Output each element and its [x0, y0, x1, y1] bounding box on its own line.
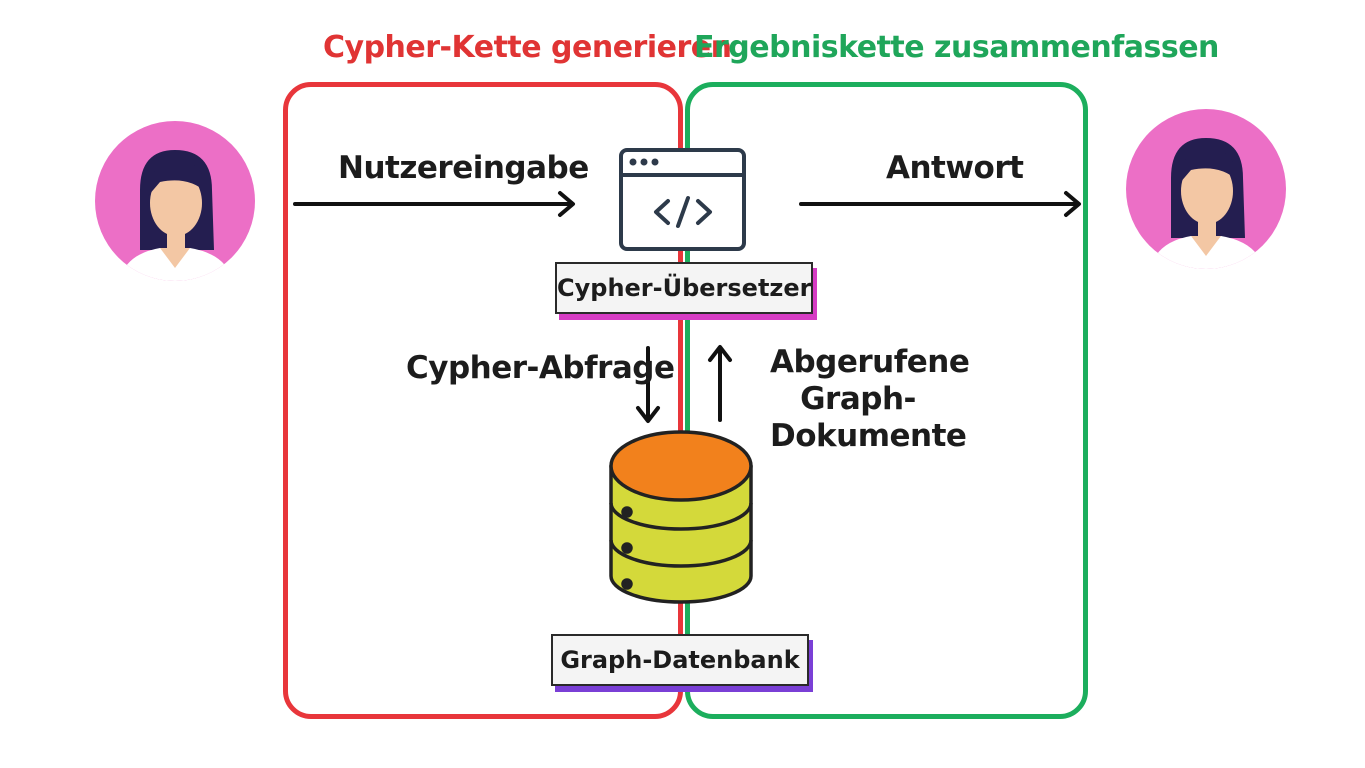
retrieved-docs-arrow: [708, 345, 732, 422]
summarize-chain-box: [685, 82, 1088, 719]
cypher-query-label: Cypher-Abfrage: [406, 350, 675, 386]
translator-label: Cypher-Übersetzer: [555, 262, 813, 314]
user-right-avatar-icon: [1126, 109, 1286, 269]
answer-arrow: [799, 191, 1081, 217]
code-window-icon: [619, 148, 746, 251]
generate-chain-box: [283, 82, 683, 719]
user-input-arrow: [293, 191, 575, 217]
database-icon: [609, 430, 753, 604]
database-label: Graph-Datenbank: [551, 634, 809, 686]
retrieved-docs-label: Abgerufene Graph-Dokumente: [770, 344, 970, 454]
cypher-query-arrow: [636, 346, 660, 423]
user-left-avatar-icon: [95, 121, 255, 281]
generate-chain-title: Cypher-Kette generieren: [323, 30, 732, 65]
user-input-label: Nutzereingabe: [338, 150, 589, 186]
summarize-chain-title: Ergebniskette zusammenfassen: [694, 30, 1219, 65]
answer-label: Antwort: [886, 150, 1024, 186]
